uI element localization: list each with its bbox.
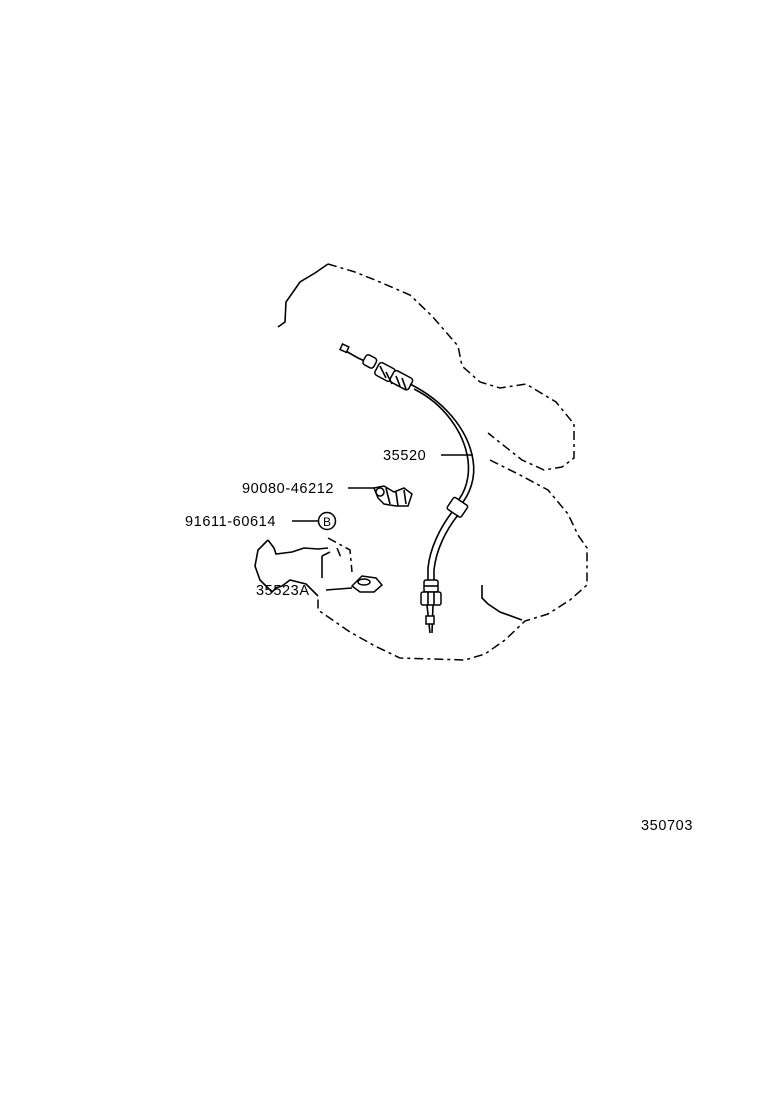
bolt-part <box>372 485 413 507</box>
callout-bracket: 35523A <box>256 583 310 599</box>
callout-bolt: 90080-46212 <box>242 481 334 497</box>
bracket-part <box>350 575 384 593</box>
transmission-outline <box>254 263 588 661</box>
callout-washer: 91611-60614 <box>185 514 276 530</box>
figure-number: 350703 <box>641 818 693 834</box>
leader-lines <box>292 454 473 591</box>
washer-symbol-letter: B <box>323 515 331 529</box>
washer-symbol: B <box>317 511 337 531</box>
callout-cable: 35520 <box>383 448 426 464</box>
transmission-control-cable <box>339 343 475 634</box>
